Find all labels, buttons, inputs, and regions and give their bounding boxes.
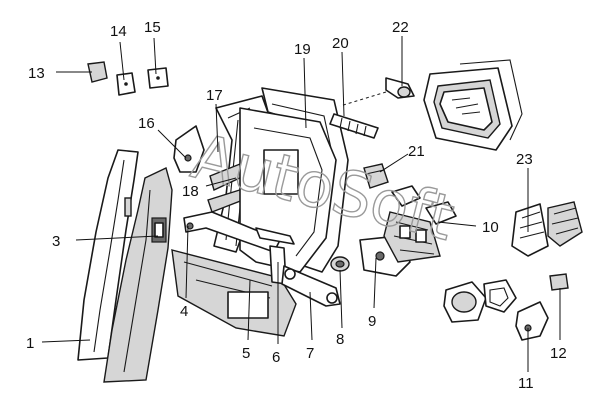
part-quarter-glass-back xyxy=(459,59,523,141)
parts-layer xyxy=(77,59,583,383)
callout-labels: 1 3 4 5 6 7 8 9 10 11 12 13 14 15 16 17 … xyxy=(26,19,567,392)
part-clip-22-head xyxy=(397,86,411,98)
leader-21 xyxy=(379,153,409,173)
callout-20: 20 xyxy=(332,35,349,52)
callout-17: 17 xyxy=(206,87,223,104)
part-plug-21-top xyxy=(365,169,385,175)
part-quarter-glass xyxy=(439,87,493,131)
part-pillar-slot xyxy=(124,197,132,217)
leader-1 xyxy=(41,339,91,343)
part-round-cover-inner xyxy=(489,287,509,307)
callout-5: 5 xyxy=(242,345,250,362)
part-lock-bracket-b xyxy=(425,201,457,225)
callout-4: 4 xyxy=(180,303,188,320)
part-lamp-housing-23-ribs xyxy=(519,211,545,239)
part-lower-rail-7-end-2 xyxy=(326,292,338,304)
part-bracket-11 xyxy=(515,301,549,341)
callout-1: 1 xyxy=(26,335,34,352)
part-lower-rail-7-end xyxy=(284,268,296,280)
leader-10 xyxy=(437,221,477,227)
callout-9: 9 xyxy=(368,313,376,330)
leader-14 xyxy=(119,41,125,81)
callout-3: 3 xyxy=(52,233,60,250)
part-lower-trim-panel-5-pocket xyxy=(227,291,269,319)
callout-10: 10 xyxy=(482,219,499,236)
part-hinge-bracket-16-hole xyxy=(184,154,192,162)
callout-7: 7 xyxy=(306,345,314,362)
part-pillar-trim-outer-edge xyxy=(123,189,151,373)
callout-12: 12 xyxy=(550,345,567,362)
callout-21: 21 xyxy=(408,143,425,160)
part-round-cover xyxy=(483,279,517,313)
leader-8 xyxy=(339,269,343,329)
part-trim-clip-3-inner xyxy=(154,222,164,238)
callout-22: 22 xyxy=(392,19,409,36)
part-cap-12 xyxy=(549,273,569,291)
part-lock-module-slot-b xyxy=(415,229,427,243)
part-clip-22-dashline xyxy=(339,91,387,107)
part-hinge-bracket-16 xyxy=(173,125,205,173)
callout-16: 16 xyxy=(138,115,155,132)
leader-4 xyxy=(185,225,189,299)
callout-14: 14 xyxy=(110,23,127,40)
part-door-panel-edge xyxy=(253,127,323,257)
leader-7 xyxy=(309,291,313,341)
callout-23: 23 xyxy=(516,151,533,168)
part-lower-rail-7 xyxy=(281,265,341,307)
part-trim-strip-4-clip xyxy=(186,222,194,230)
leader-5 xyxy=(247,279,251,341)
part-lamp-housing-23 xyxy=(511,203,549,257)
leader-19 xyxy=(303,57,307,129)
leader-18 xyxy=(205,177,237,187)
part-grommet-8-inner xyxy=(335,260,345,268)
part-bar-20-ribs xyxy=(339,117,367,137)
part-door-panel-cutout xyxy=(263,149,299,195)
callout-19: 19 xyxy=(294,41,311,58)
leader-9 xyxy=(373,257,377,309)
leader-15 xyxy=(153,37,157,75)
part-badge-14-dot xyxy=(124,82,128,86)
callout-8: 8 xyxy=(336,331,344,348)
part-pillar-trim-inner-rib xyxy=(93,159,125,353)
part-latch-9-pivot xyxy=(375,251,385,261)
leader-3 xyxy=(75,235,159,241)
part-round-housing-lens xyxy=(451,291,477,313)
part-handle-strip-6 xyxy=(255,227,295,245)
leader-17 xyxy=(215,103,219,153)
callout-18: 18 xyxy=(182,183,199,200)
part-badge-15-dot xyxy=(156,76,160,80)
part-lamp-lens-grid xyxy=(551,207,579,235)
callout-6: 6 xyxy=(272,349,280,366)
part-lock-module xyxy=(383,211,441,263)
part-quarter-glass-reflection xyxy=(451,97,481,115)
part-lock-bracket-a xyxy=(391,185,421,207)
leader-20 xyxy=(341,51,345,117)
part-badge-13 xyxy=(87,61,108,83)
leader-16 xyxy=(157,129,187,159)
callout-13: 13 xyxy=(28,65,45,82)
callout-11: 11 xyxy=(518,375,534,392)
leader-lines xyxy=(41,36,561,372)
callout-15: 15 xyxy=(144,19,161,36)
part-lock-module-slot-a xyxy=(399,225,411,239)
